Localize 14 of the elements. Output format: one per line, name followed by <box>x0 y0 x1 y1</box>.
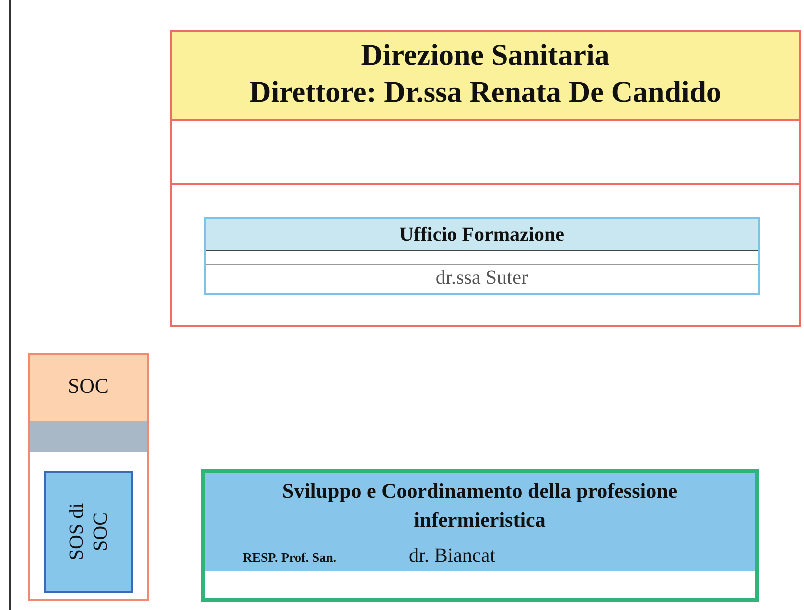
role-label: RESP. Prof. San. <box>243 549 337 567</box>
office-box <box>204 217 760 295</box>
service-title: Sviluppo e Coordinamento della professione infermieristica <box>281 478 679 534</box>
subunit-title: SOS di SOC <box>64 502 112 563</box>
unit-title: SOC <box>67 373 110 399</box>
department-box <box>170 30 801 327</box>
subunit-box <box>44 471 133 593</box>
service-box <box>201 469 759 602</box>
office-title: Ufficio Formazione <box>398 223 566 248</box>
heading: Direzione Sanitaria <box>360 38 611 74</box>
director-name: Direttore: Dr.ssa Renata De Candido <box>248 75 722 111</box>
person-name: dr.ssa Suter <box>434 266 530 291</box>
unit-box <box>28 353 149 601</box>
person-name: dr. Biancat <box>409 544 496 568</box>
